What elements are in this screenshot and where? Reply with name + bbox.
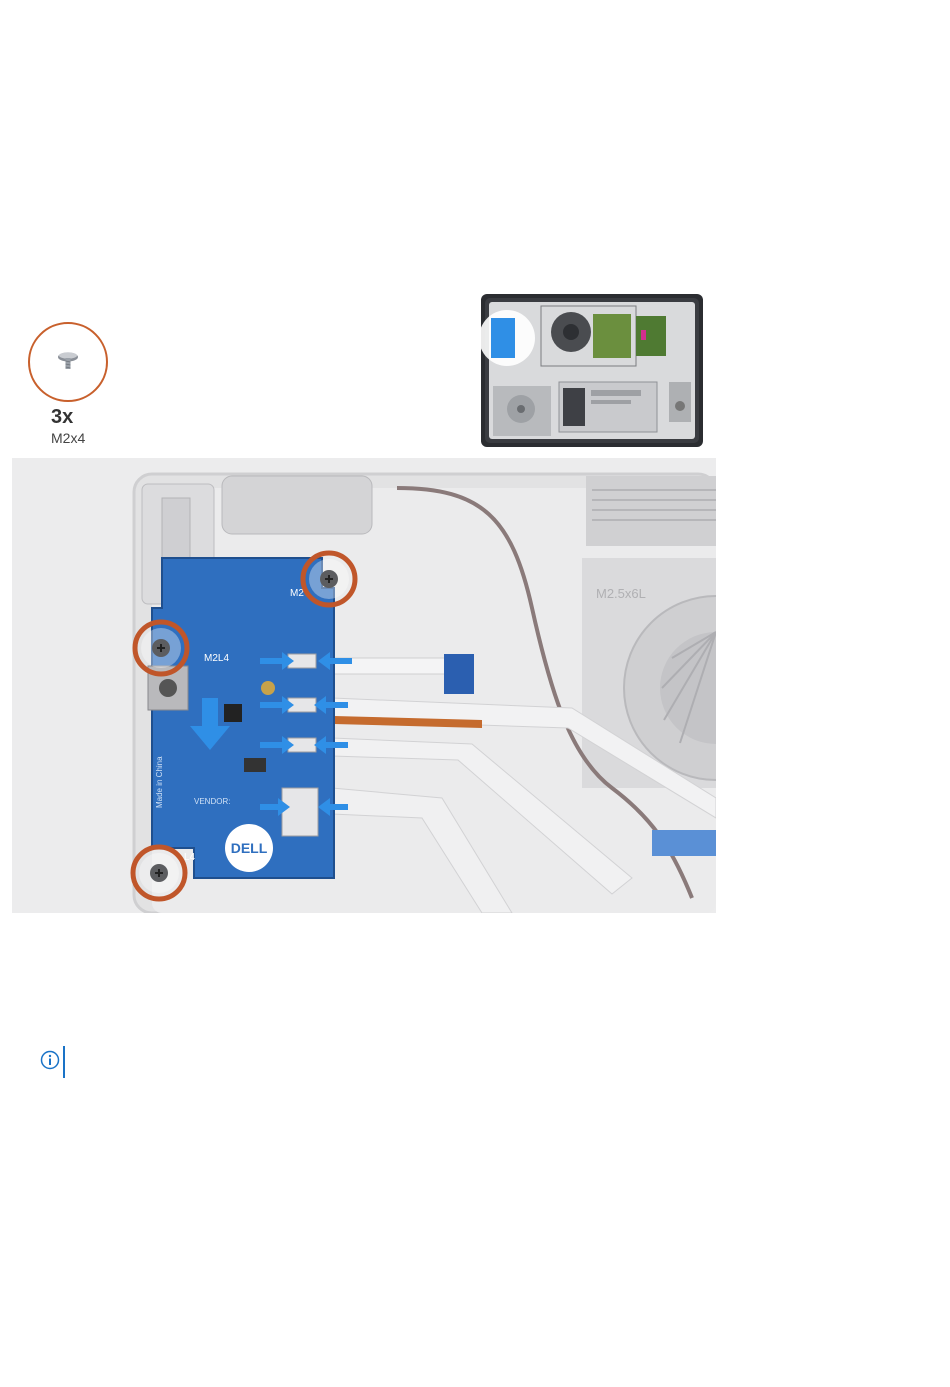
screw-label-bottom: L4	[184, 852, 196, 863]
overview-thumbnail	[481, 294, 703, 447]
info-icon	[40, 1050, 60, 1070]
screw-type: M2x4	[51, 430, 85, 446]
screw-label-left: M2L4	[204, 653, 229, 664]
screw-callout-badge	[28, 322, 108, 402]
screw-label-top: M2	[290, 588, 304, 599]
fan-screw-label: M2.5x6L	[596, 586, 646, 601]
board-vendor-text: VENDOR:	[194, 797, 230, 806]
board-made-in-text: Made in China	[155, 756, 164, 808]
screw-quantity: 3x	[51, 406, 73, 429]
dell-logo: DELL	[231, 840, 268, 856]
note-divider	[63, 1046, 65, 1078]
screw-icon	[30, 324, 106, 400]
main-illustration: M2.5x6L Made in China VENDOR:	[12, 458, 716, 913]
